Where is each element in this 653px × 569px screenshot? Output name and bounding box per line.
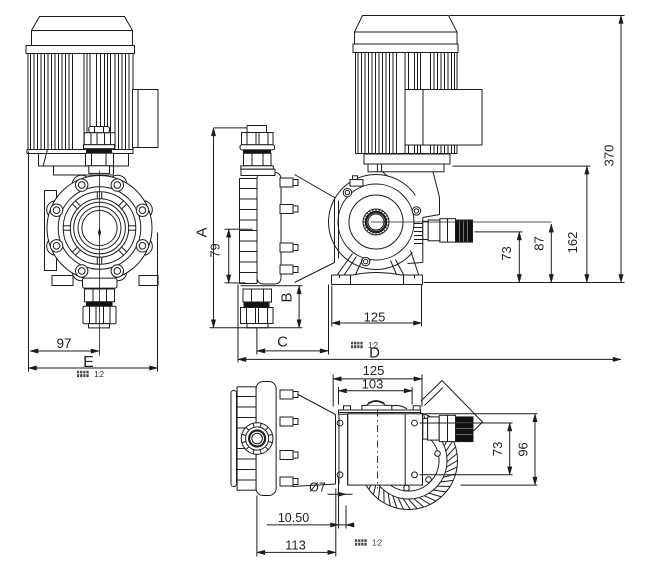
svg-text:79: 79 <box>208 243 223 257</box>
svg-text:125: 125 <box>364 310 386 325</box>
svg-text:96: 96 <box>516 442 531 456</box>
svg-text:103: 103 <box>362 377 384 392</box>
svg-text:D: D <box>369 345 380 362</box>
svg-text:1:2: 1:2 <box>368 341 379 350</box>
svg-text:1:2: 1:2 <box>372 539 383 548</box>
svg-text:125: 125 <box>363 363 385 378</box>
svg-text:10.50: 10.50 <box>278 511 309 525</box>
svg-text:1:2: 1:2 <box>94 370 105 379</box>
svg-text:B: B <box>279 292 296 302</box>
svg-text:73: 73 <box>490 442 505 456</box>
svg-text:E: E <box>83 354 94 371</box>
svg-text:Ø7: Ø7 <box>309 481 326 495</box>
svg-text:73: 73 <box>499 246 514 260</box>
svg-text:A: A <box>194 227 211 237</box>
svg-text:87: 87 <box>532 236 547 250</box>
svg-text:370: 370 <box>602 145 617 167</box>
svg-text:113: 113 <box>285 538 306 553</box>
svg-text:97: 97 <box>56 336 71 351</box>
svg-text:C: C <box>277 334 288 351</box>
svg-text:162: 162 <box>565 232 580 254</box>
